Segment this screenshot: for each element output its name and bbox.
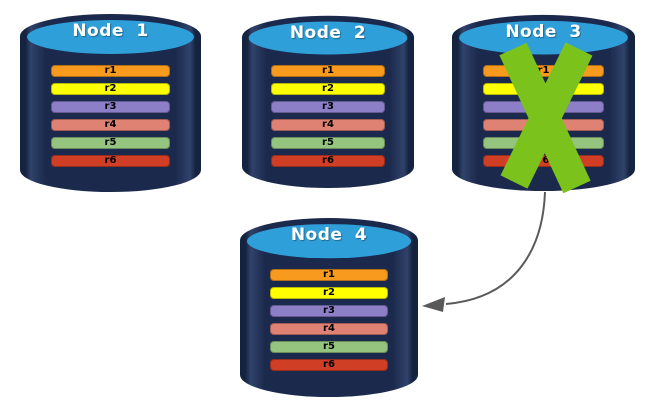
record-bar-r3: r3 xyxy=(270,304,388,317)
node-1: Node 1 r1 r2 r3 r4 r5 r6 xyxy=(20,6,201,192)
record-bar-r3: r3 xyxy=(483,100,604,113)
record-bar-r1: r1 xyxy=(50,64,171,77)
record-list: r1 r2 r3 r4 r5 r6 xyxy=(483,64,604,173)
record-bar-r6: r6 xyxy=(271,154,385,167)
record-bar-r6: r6 xyxy=(270,358,388,371)
record-list: r1 r2 r3 r4 r5 r6 xyxy=(271,64,385,173)
record-bar-r4: r4 xyxy=(50,118,171,131)
node-2: Node 2 r1 r2 r3 r4 r5 r6 xyxy=(242,8,414,188)
record-bar-r3: r3 xyxy=(50,100,171,113)
node-3: Node 3 r1 r2 r3 r4 r5 r6 xyxy=(452,7,635,194)
record-bar-r2: r2 xyxy=(270,286,388,299)
record-list: r1 r2 r3 r4 r5 r6 xyxy=(50,64,171,173)
record-bar-r6: r6 xyxy=(483,154,604,167)
record-bar-r6: r6 xyxy=(50,154,171,167)
node-4: Node 4 r1 r2 r3 r4 r5 r6 xyxy=(240,210,418,397)
record-bar-r2: r2 xyxy=(483,82,604,95)
record-bar-r5: r5 xyxy=(483,136,604,149)
record-list: r1 r2 r3 r4 r5 r6 xyxy=(270,268,388,377)
record-bar-r5: r5 xyxy=(50,136,171,149)
node-title: Node 1 xyxy=(72,21,149,41)
record-bar-r1: r1 xyxy=(483,64,604,77)
record-bar-r2: r2 xyxy=(271,82,385,95)
record-bar-r4: r4 xyxy=(271,118,385,131)
node-title: Node 2 xyxy=(289,23,367,43)
record-bar-r1: r1 xyxy=(270,268,388,281)
record-bar-r1: r1 xyxy=(271,64,385,77)
node-title: Node 3 xyxy=(505,22,582,42)
record-bar-r4: r4 xyxy=(483,118,604,131)
record-bar-r4: r4 xyxy=(270,322,388,335)
node-title: Node 4 xyxy=(290,225,368,245)
record-bar-r5: r5 xyxy=(270,340,388,353)
failover-arrow-icon xyxy=(422,191,546,312)
record-bar-r5: r5 xyxy=(271,136,385,149)
record-bar-r2: r2 xyxy=(50,82,171,95)
record-bar-r3: r3 xyxy=(271,100,385,113)
